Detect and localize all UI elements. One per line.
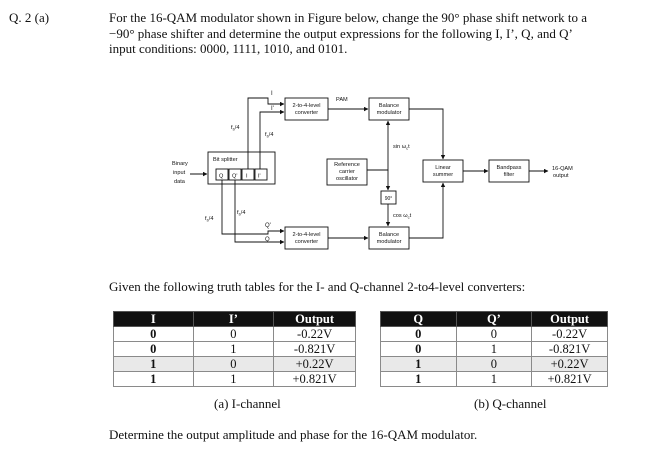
ip-label: I' [271,106,274,112]
balance-mod-top-line-2: modulator [377,110,402,116]
bit-i: I [246,174,248,180]
output-line-2: output [553,173,569,179]
fb4-label-4: fb/4 [205,216,213,223]
linear-summer-line-1: Linear [435,165,451,171]
q-header-qp: Q’ [455,311,533,327]
q-channel-table: Q Q’ Output 0 0 -0.22V 0 1 -0.821V 1 0 +… [380,311,608,387]
binary-input-label-3: data [174,179,186,185]
i-channel-caption: (a) I-channel [214,396,281,411]
question-number: Q. 2 (a) [9,10,50,25]
pam-label: PAM [336,97,348,103]
q-header-q: Q [380,311,457,327]
converter-bottom-line-2: converter [295,239,318,245]
converter-top-line-1: 2-to-4-level [293,103,321,109]
i-header-i: I [113,311,194,327]
qp-label: Q' [265,223,271,229]
fb4-label-2: fb/4 [265,132,273,139]
binary-input-label-1: Binary [172,161,188,167]
oscillator-line-2: carrier [339,169,355,175]
q-table-header: Q Q’ Output [380,311,608,327]
q-label: Q [265,237,270,243]
table-row: 0 1 -0.821V [113,341,356,357]
balance-mod-top-line-1: Balance [379,103,399,109]
bit-q: Q [219,174,224,180]
cos-label: cos ωct [393,213,412,220]
linear-summer-line-2: summer [433,172,453,178]
sin-label: sin ωct [393,144,410,151]
bit-ip: I' [258,174,261,180]
table-row: 0 0 -0.22V [380,326,608,342]
table-row: 0 0 -0.22V [113,326,356,342]
i-table-header: I I’ Output [113,311,356,327]
converter-top-box [284,97,329,121]
bandpass-line-1: Bandpass [497,165,522,171]
converter-bottom-box [284,226,329,250]
bit-splitter-label: Bit splitter [213,157,238,163]
q-channel-caption: (b) Q-channel [474,396,547,411]
question-text: For the 16-QAM modulator shown in Figure… [109,10,639,57]
i-label: I [271,91,273,97]
table-row: 1 1 +0.821V [113,371,356,387]
qam-modulator-diagram: Binary input data Bit splitter Q Q' I I'… [172,91,573,250]
table-row: 1 1 +0.821V [380,371,608,387]
oscillator-line-3: oscillator [336,176,358,182]
table-row: 1 0 +0.22V [113,356,356,372]
table-row: 1 0 +0.22V [380,356,608,372]
bit-splitter-box [207,151,276,185]
phase-shift-box [380,190,397,205]
i-channel-table: I I’ Output 0 0 -0.22V 0 1 -0.821V 1 0 +… [113,311,356,387]
i-header-output: Output [273,311,356,327]
oscillator-line-1: Reference [334,162,360,168]
q-header-output: Output [531,311,608,327]
i-header-ip: I’ [192,311,275,327]
bandpass-filter-box [488,159,530,183]
converter-bottom-line-1: 2-to-4-level [293,232,321,238]
linear-summer-box [422,159,464,183]
final-instruction: Determine the output amplitude and phase… [109,427,478,442]
phase-shift-label: 90° [385,196,393,202]
balance-mod-bottom-line-2: modulator [377,239,402,245]
question-line-1: For the 16-QAM modulator shown in Figure… [109,10,588,25]
converter-top-line-2: converter [295,110,318,116]
balance-modulator-bottom-box [368,226,410,250]
balance-mod-bottom-line-1: Balance [379,232,399,238]
question-line-3: input conditions: 0000, 1111, 1010, and … [109,41,348,56]
given-text: Given the following truth tables for the… [109,279,526,294]
oscillator-box [326,158,368,186]
bit-qp: Q' [232,174,237,180]
question-line-2: −90° phase shifter and determine the out… [109,25,573,41]
fb4-label-1: fb/4 [231,125,239,132]
table-row: 0 1 -0.821V [380,341,608,357]
balance-modulator-top-box [368,97,410,121]
bandpass-line-2: filter [504,172,515,178]
output-line-1: 16-QAM [552,166,573,172]
fb4-label-3: fb/4 [237,210,245,217]
binary-input-label-2: input [173,170,186,176]
